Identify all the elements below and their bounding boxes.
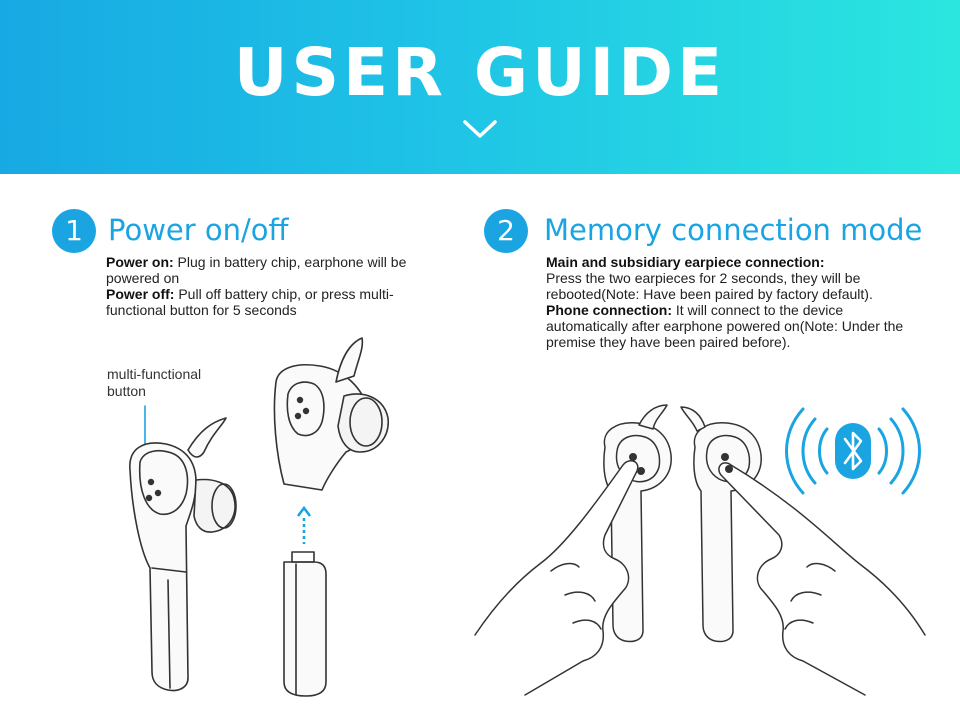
bluetooth-icon: [785, 407, 921, 495]
section-1-description: Power on: Plug in battery chip, earphone…: [106, 254, 451, 318]
power-on-text: Plug in battery chip, earphone will be p…: [106, 254, 407, 286]
power-off-text: Pull off battery chip, or press multi-fu…: [106, 286, 394, 318]
power-on-label: Power on:: [106, 254, 174, 270]
header-banner: USER GUIDE: [0, 0, 960, 174]
step-2-badge: 2: [484, 209, 528, 253]
page-title: USER GUIDE: [233, 34, 727, 111]
section-2-title: Memory connection mode: [544, 213, 923, 247]
section-2-description: Main and subsidiary earpiece connection:…: [546, 254, 918, 350]
section-1-title: Power on/off: [108, 213, 289, 247]
power-off-label: Power off:: [106, 286, 175, 302]
phone-connection-text: It will connect to the device automatica…: [546, 302, 904, 350]
hands-pairing-illustration: [474, 404, 926, 696]
main-subsidiary-label: Main and subsidiary earpiece connection:: [546, 254, 825, 270]
multi-functional-button-callout: multi-functional button: [107, 366, 202, 399]
step-1-badge: 1: [52, 209, 96, 253]
chevron-down-icon: [463, 120, 497, 138]
earphone-battery-illustration: [129, 337, 389, 697]
phone-connection-label: Phone connection:: [546, 302, 672, 318]
main-subsidiary-text: Press the two earpieces for 2 seconds, t…: [546, 270, 873, 302]
